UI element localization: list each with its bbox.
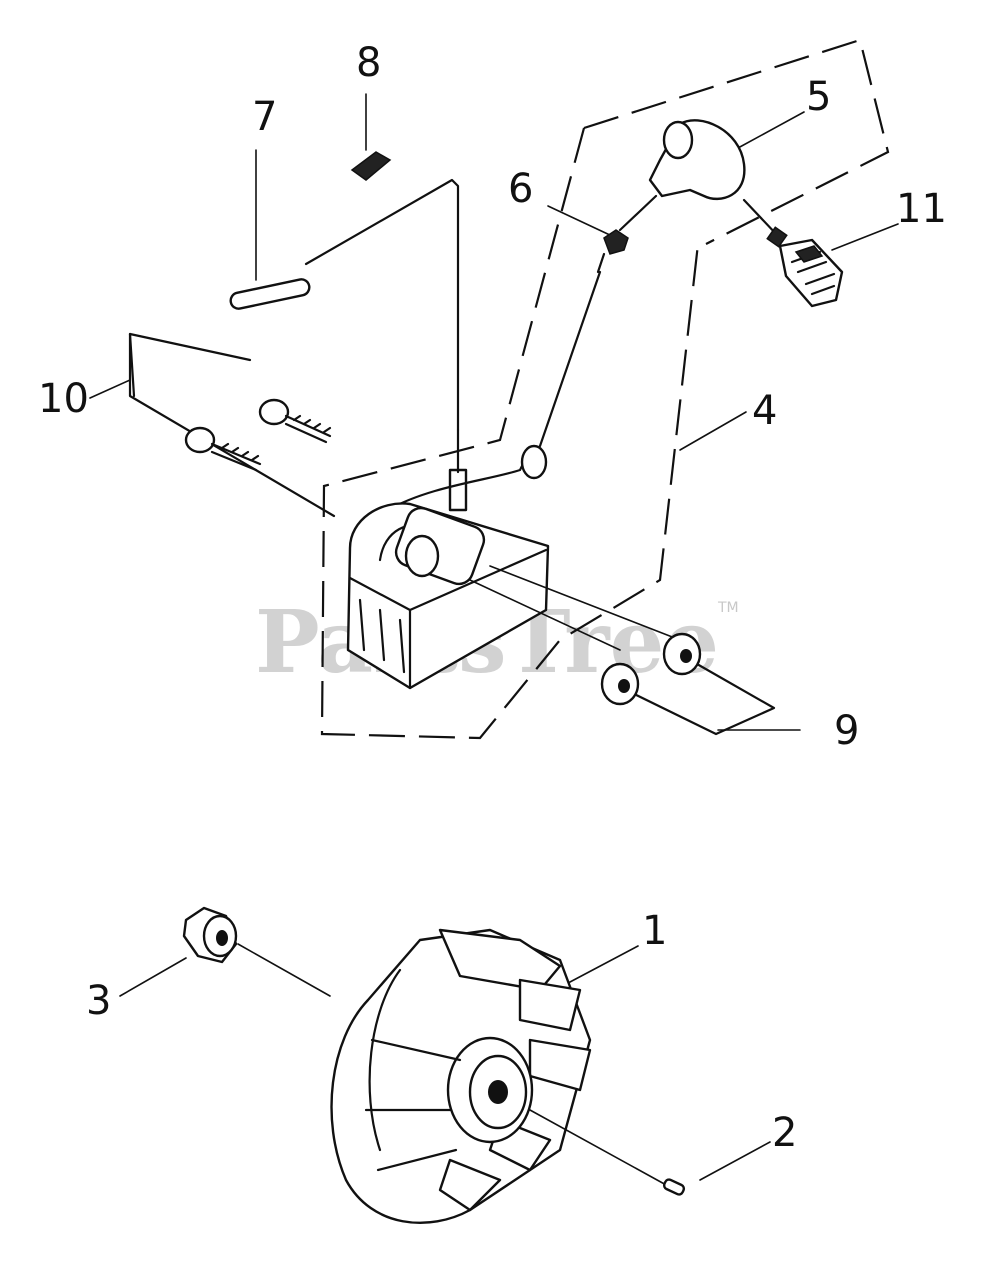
part-2-key (662, 1178, 686, 1196)
part-7-stop-wire (229, 178, 468, 512)
spacer-bracket (624, 658, 776, 736)
part-1-flywheel (330, 928, 669, 1225)
callout-7: 7 (252, 94, 277, 140)
callout-8: 8 (356, 40, 381, 86)
assembly-bracket-outlines (320, 38, 890, 740)
callout-10: 10 (38, 376, 89, 422)
spacer-upper (662, 632, 702, 676)
callout-3: 3 (86, 978, 111, 1024)
part-4-ignition-coil (346, 444, 681, 690)
callout-labels: 8 7 5 6 11 10 4 9 1 3 2 (38, 40, 947, 1156)
part-6-spring (538, 194, 658, 448)
part-10-screws (184, 398, 332, 472)
callout-6: 6 (508, 166, 533, 212)
callout-1: 1 (642, 908, 667, 954)
part-8-clip (350, 151, 392, 181)
part-11-spark-plug (766, 226, 844, 308)
callout-9: 9 (834, 708, 859, 754)
screw-lower (184, 426, 262, 472)
spacer-lower (600, 662, 640, 706)
callout-4: 4 (752, 388, 777, 434)
callout-11: 11 (896, 186, 947, 232)
part-9-spacers (600, 632, 702, 706)
part-3-nut (182, 906, 331, 997)
screw-bracket (128, 332, 336, 518)
callout-2: 2 (772, 1110, 797, 1156)
watermark-tm: TM (717, 600, 739, 616)
leader-lines (89, 93, 899, 1181)
part-5-plug-boot (648, 119, 780, 238)
screw-upper (258, 398, 332, 444)
callout-5: 5 (806, 74, 831, 120)
